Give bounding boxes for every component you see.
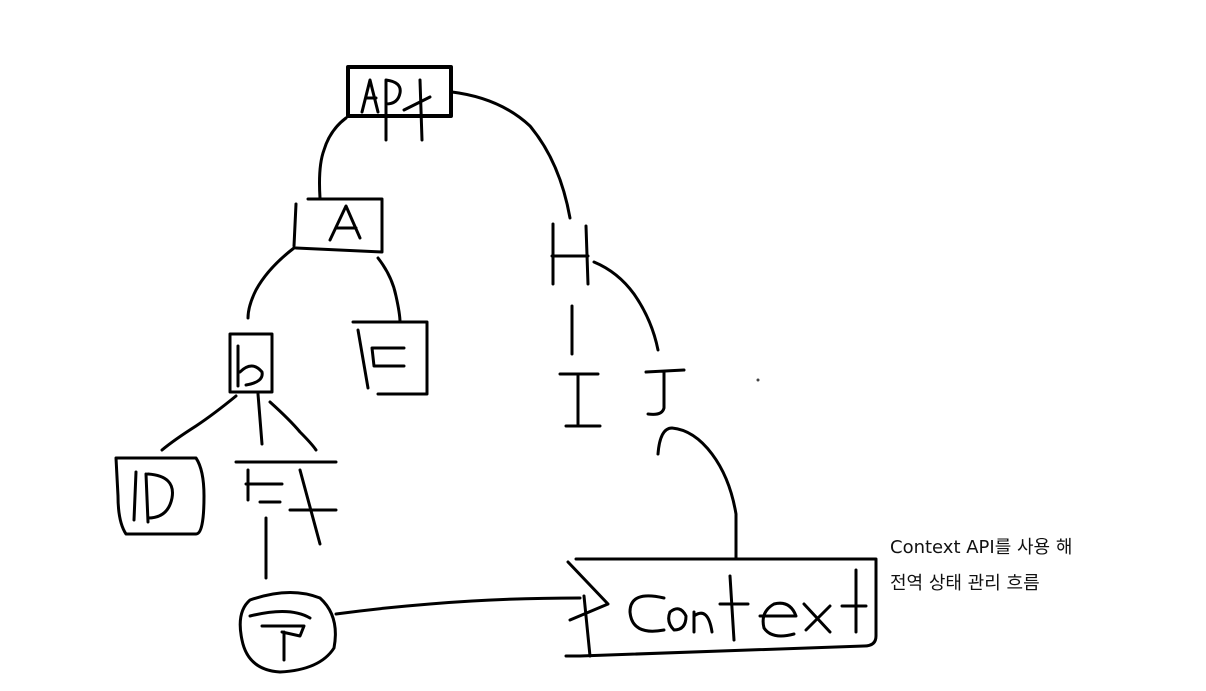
node-context-label — [628, 568, 868, 642]
edge-b-f — [268, 400, 318, 452]
edge-context-j — [656, 426, 738, 560]
node-b-box — [228, 332, 274, 394]
node-h: H — [550, 222, 590, 286]
node-c: c — [351, 320, 429, 396]
node-f-label — [274, 460, 338, 546]
node-c-box — [351, 320, 429, 396]
node-d-label — [132, 470, 174, 524]
node-b-label — [236, 344, 264, 388]
node-e-label — [234, 460, 298, 504]
node-g-circle — [238, 590, 337, 674]
node-d: D — [114, 456, 206, 536]
edge-b-d — [160, 394, 238, 452]
node-h-label — [550, 222, 590, 286]
edge-app-h — [450, 90, 572, 220]
node-g: G — [238, 590, 337, 674]
node-a-left-stroke — [292, 202, 298, 248]
caption-line-1: Context API를 사용 해 — [890, 537, 1073, 558]
connectors — [160, 90, 738, 616]
node-app: App — [346, 65, 453, 142]
node-j: J — [644, 368, 686, 416]
edge-app-a — [318, 116, 348, 200]
node-i: I — [558, 372, 602, 428]
edge-a-b — [246, 246, 296, 320]
node-j-label — [644, 368, 686, 416]
node-context-box — [564, 557, 878, 658]
node-a-label — [328, 204, 362, 242]
node-a-box — [294, 197, 384, 254]
edge-g-context — [334, 596, 582, 616]
edge-a-c — [376, 256, 402, 324]
node-c-label — [356, 328, 406, 390]
node-context-arrowhead — [566, 560, 610, 658]
stray-dot — [756, 378, 760, 382]
node-a: A — [292, 197, 384, 254]
node-ef: E F — [234, 460, 338, 546]
node-app-label — [360, 78, 432, 142]
caption-line-2: 전역 상태 관리 흐름 — [890, 573, 1040, 594]
node-d-box — [114, 456, 206, 536]
node-g-label — [248, 610, 312, 662]
node-i-label — [558, 372, 602, 428]
node-b: b — [228, 332, 274, 394]
node-context: Context — [564, 557, 878, 658]
edge-h-j — [592, 260, 660, 352]
edge-b-e — [256, 392, 264, 446]
